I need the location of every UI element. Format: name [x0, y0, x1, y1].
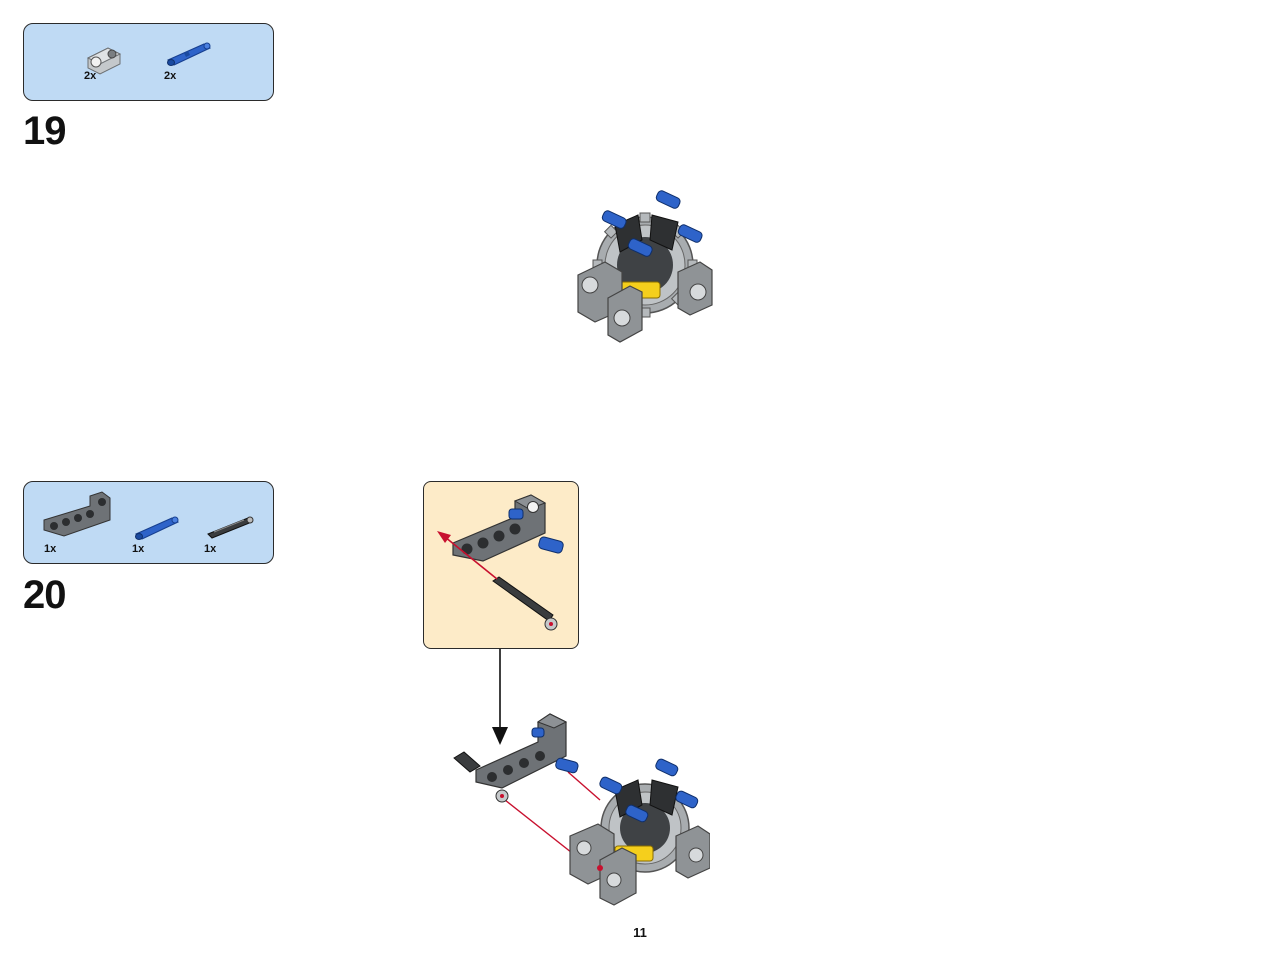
- blue-long-pin-part: [135, 516, 180, 540]
- part-quantity: 2x: [84, 70, 97, 82]
- blue-pin-icon: [601, 190, 703, 257]
- parts-list-step-19: 2x 2x: [23, 23, 274, 101]
- part-quantity: 1x: [132, 543, 145, 555]
- step-number: 20: [23, 573, 66, 617]
- part-quantity: 1x: [204, 543, 217, 555]
- subassembly-diagram: [437, 494, 564, 631]
- bent-liftarm-part: [43, 491, 111, 537]
- blue-long-pin-part: [167, 42, 212, 66]
- part-quantity: 1x: [44, 543, 57, 555]
- axle-with-stop-part: [207, 516, 254, 539]
- axle-pin-connector-part: [86, 47, 122, 75]
- down-arrow-icon: [492, 649, 508, 745]
- page-number: 11: [633, 925, 647, 940]
- part-quantity: 2x: [164, 70, 177, 82]
- step-20-assembly-model: [453, 713, 710, 906]
- step-19-assembly-model: [577, 190, 713, 343]
- step-number: 19: [23, 109, 66, 153]
- subassembly-callout: [423, 481, 579, 649]
- parts-list-step-20: 1x 1x 1x: [23, 481, 274, 564]
